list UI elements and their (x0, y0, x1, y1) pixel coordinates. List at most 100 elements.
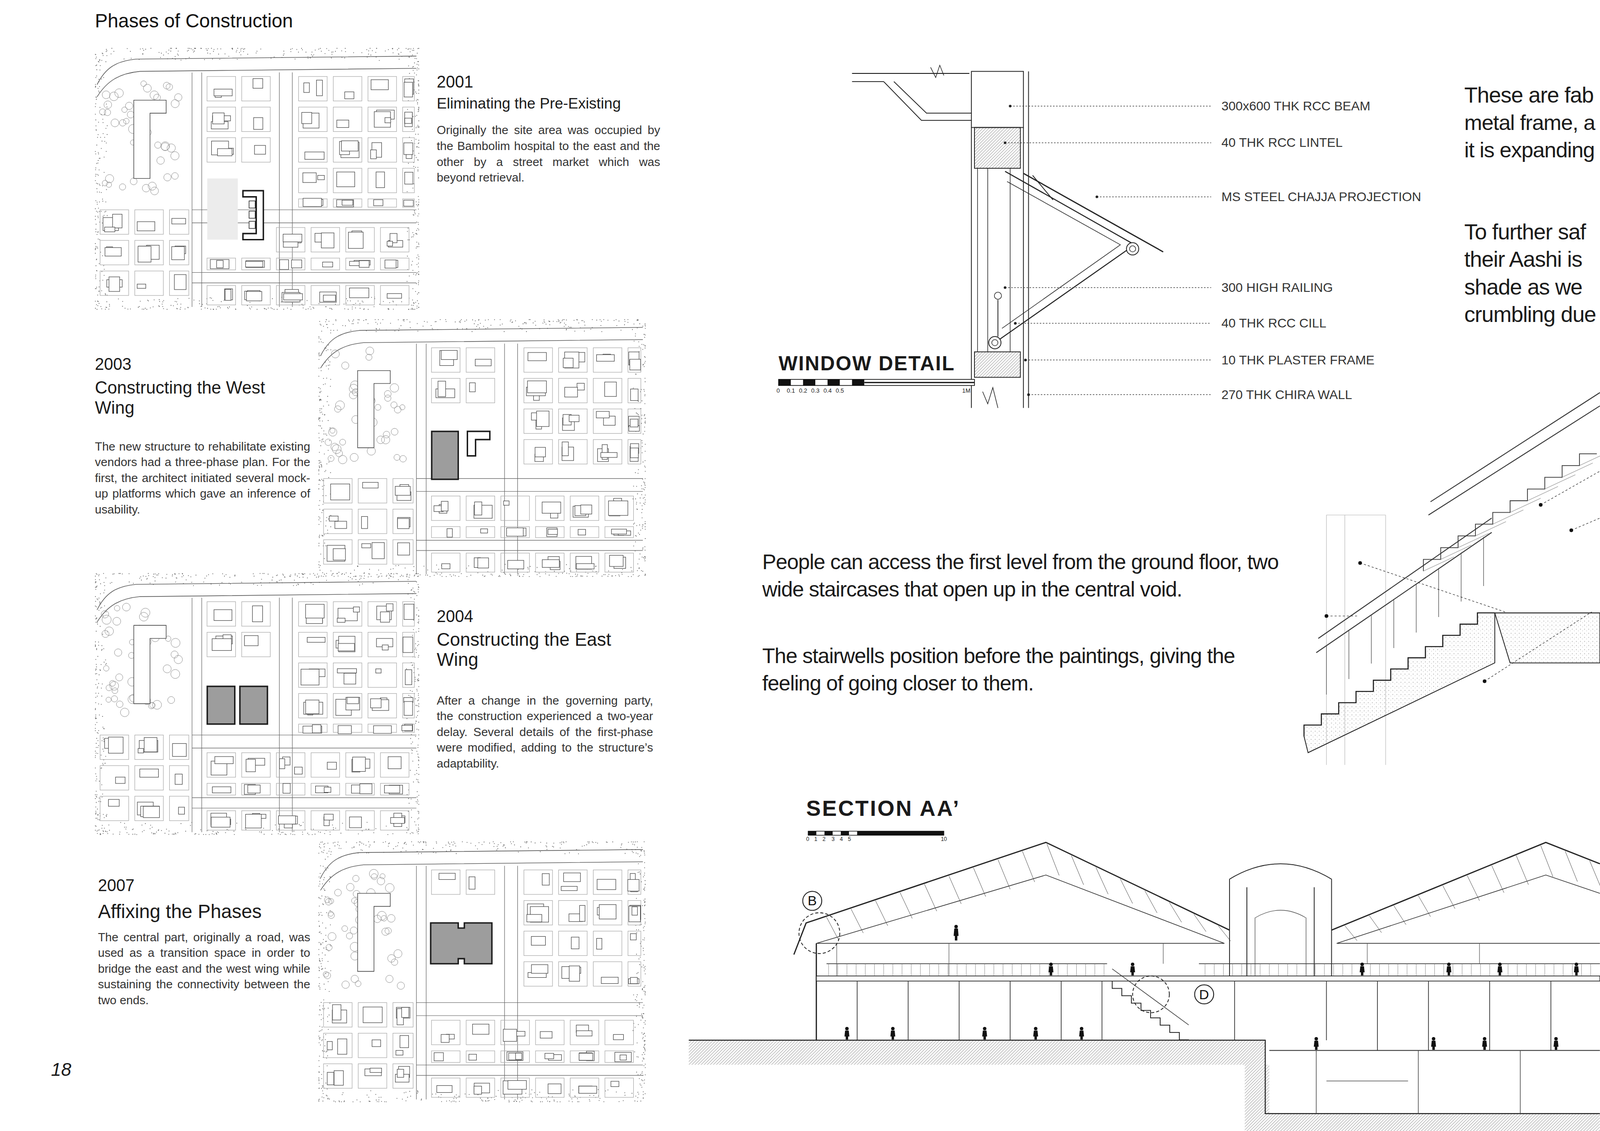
annotation-text: their Aashi is (1464, 246, 1583, 272)
building-outline (338, 643, 355, 652)
city-block (207, 285, 236, 306)
building-outline (503, 1029, 517, 1043)
annotation-text: metal frame, a (1464, 110, 1595, 136)
building-outline (359, 784, 373, 795)
road-line (416, 550, 643, 552)
building-outline (247, 785, 261, 794)
city-block (523, 931, 553, 957)
window-frame (977, 168, 1011, 353)
building-outline (375, 171, 385, 188)
building-outline (336, 171, 355, 187)
building-outline (324, 787, 332, 793)
road-line (201, 597, 203, 833)
building-outline (283, 293, 303, 301)
city-block (276, 258, 306, 271)
city-block (500, 496, 530, 522)
building-outline (437, 381, 446, 397)
building-outline (568, 415, 579, 422)
road-line (416, 1065, 643, 1066)
building-outline (212, 639, 232, 652)
building-outline (171, 218, 186, 225)
building-outline (441, 563, 450, 569)
railing-pivot (991, 339, 998, 346)
stair-landing (1494, 613, 1600, 664)
building-outline (542, 874, 550, 886)
building-outline (279, 759, 286, 770)
building-outline (283, 241, 298, 248)
city-block (169, 766, 189, 791)
building-outline (362, 482, 379, 489)
tread-edge (1510, 498, 1541, 513)
tree (328, 427, 337, 437)
chajja-bracket (1001, 181, 1121, 329)
building-outline (380, 612, 390, 623)
annotation-text: People can access the first level from t… (762, 548, 1288, 604)
building-outline (245, 261, 263, 267)
building-outline (304, 151, 324, 160)
tree (171, 651, 179, 659)
tree (171, 638, 181, 648)
city-block (345, 753, 375, 778)
tree (399, 404, 405, 410)
tree (393, 949, 402, 959)
road-line (97, 593, 417, 623)
building-outline (547, 1084, 562, 1095)
building-outline (348, 232, 364, 249)
road-line (416, 540, 643, 541)
city-block (169, 796, 189, 822)
city-block (276, 783, 306, 796)
tree (390, 428, 398, 436)
tree (119, 119, 126, 126)
road-line (291, 72, 293, 308)
building-outline (472, 1024, 490, 1035)
tree (335, 450, 343, 458)
building-outline (137, 284, 146, 289)
site-map (94, 47, 419, 310)
building-outline (597, 879, 616, 891)
city-block (323, 478, 353, 504)
tree (381, 435, 390, 444)
building-outline (210, 259, 230, 269)
city-block (345, 285, 375, 306)
building-outline (395, 486, 411, 496)
tree (397, 982, 405, 990)
road-line (504, 866, 505, 1100)
building-outline (515, 1053, 522, 1060)
building-outline (305, 700, 319, 715)
building-outline (327, 1072, 334, 1085)
building-outline (531, 936, 546, 946)
highlight-building (207, 686, 235, 725)
tree (341, 981, 350, 989)
city-block (298, 107, 328, 132)
city-block (134, 796, 164, 822)
column (857, 981, 1552, 1051)
city-block (466, 378, 496, 404)
city-block (500, 1051, 530, 1063)
road-line (291, 597, 293, 833)
highlight-building (467, 431, 490, 457)
building-outline (436, 1085, 453, 1093)
building-outline (349, 287, 369, 298)
city-block (627, 901, 641, 926)
tread-edge (1544, 474, 1576, 490)
building-outline (400, 1036, 409, 1049)
building-outline (569, 966, 580, 982)
building-outline (630, 389, 639, 401)
building-outline (630, 933, 637, 941)
building-outline (321, 233, 334, 249)
city-block (333, 76, 363, 102)
callout-circle: D (1193, 984, 1215, 1006)
building-outline (562, 358, 574, 368)
building-outline (373, 725, 392, 734)
building-outline (404, 604, 414, 621)
city-block (402, 168, 415, 193)
stair-steps (1303, 613, 1495, 737)
person-figure (1497, 966, 1503, 976)
highlight-building (243, 190, 264, 240)
building-outline (404, 82, 413, 97)
building-outline (596, 938, 603, 950)
city-block (134, 209, 164, 235)
road-line (192, 807, 417, 809)
road-line (416, 1075, 643, 1077)
tree (385, 927, 392, 935)
